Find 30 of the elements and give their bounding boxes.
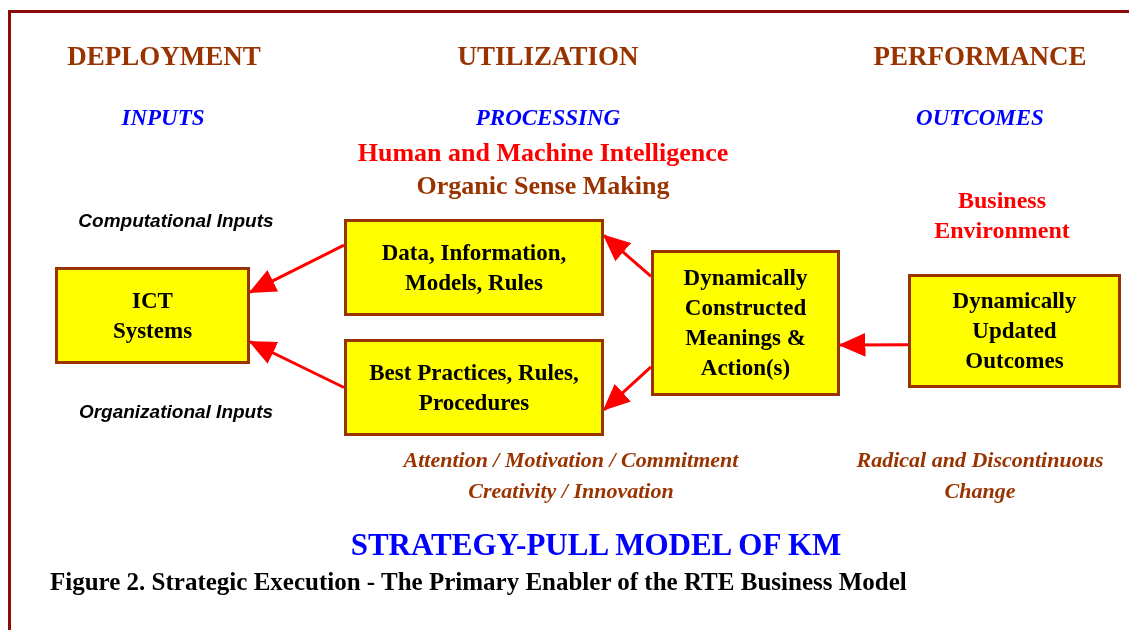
box-text: Dynamically Constructed Meanings & Action(s) bbox=[682, 264, 809, 382]
box-text: Dynamically Updated Outcomes bbox=[951, 287, 1078, 375]
column-subheading: INPUTS bbox=[120, 104, 206, 132]
column-heading: DEPLOYMENT bbox=[66, 40, 262, 73]
theme-label: Organic Sense Making bbox=[415, 170, 671, 202]
process-box bbox=[651, 250, 840, 396]
box-text: Data, Information, Models, Rules bbox=[380, 238, 568, 297]
arrow bbox=[838, 332, 908, 357]
figure-caption: Figure 2. Strategic Execution - The Primary Enabler of the RTE Business Model bbox=[50, 567, 907, 597]
arrow bbox=[248, 243, 345, 294]
process-box bbox=[344, 339, 604, 436]
process-box bbox=[55, 267, 250, 364]
input-label: Organizational Inputs bbox=[77, 400, 275, 424]
arrow bbox=[248, 340, 345, 389]
arrow bbox=[602, 365, 652, 411]
environment-label: Business Environment bbox=[933, 186, 1071, 245]
theme-label: Human and Machine Intelligence bbox=[356, 137, 730, 169]
box-text: ICT Systems bbox=[111, 286, 194, 345]
column-subheading: PROCESSING bbox=[474, 104, 622, 132]
process-box bbox=[908, 274, 1121, 388]
factor-note: Attention / Motivation / Commitment Creativity / Innovation bbox=[401, 446, 740, 505]
column-heading: PERFORMANCE bbox=[872, 40, 1088, 73]
model-title: STRATEGY-PULL MODEL OF KM bbox=[349, 526, 843, 564]
change-note: Radical and Discontinuous Change bbox=[855, 446, 1105, 505]
box-text: Best Practices, Rules, Procedures bbox=[368, 358, 580, 417]
column-heading: UTILIZATION bbox=[456, 40, 640, 73]
input-label: Computational Inputs bbox=[77, 209, 275, 233]
arrow bbox=[602, 234, 652, 278]
column-subheading: OUTCOMES bbox=[915, 104, 1045, 132]
process-box bbox=[344, 219, 604, 316]
